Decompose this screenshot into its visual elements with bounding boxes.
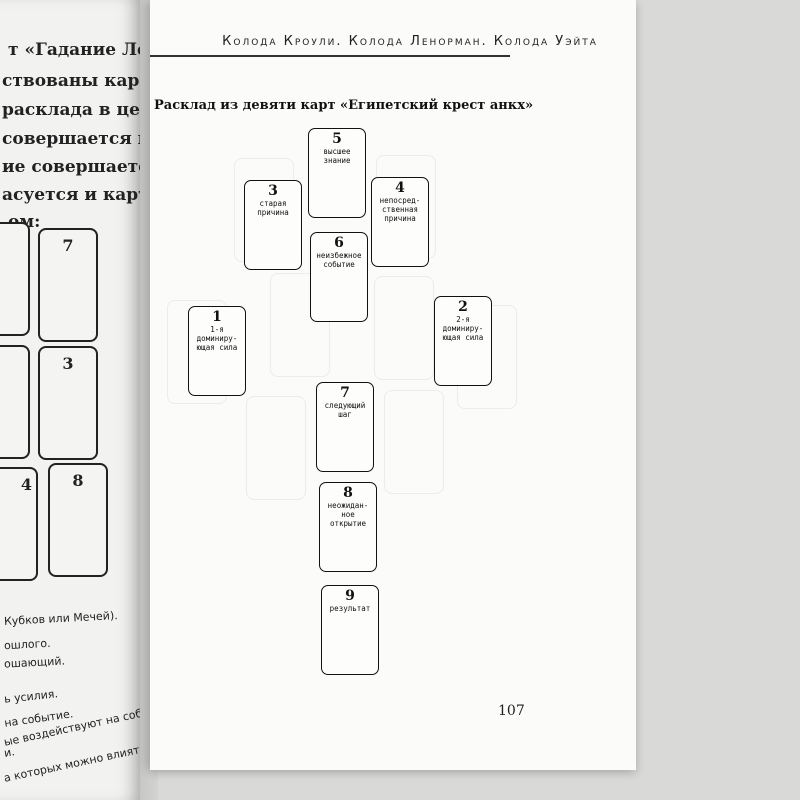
card-label: 2-я доминиру-ющая сила — [442, 315, 484, 342]
left-text-line-3: расклада в центр к — [2, 100, 140, 120]
bleed-through-card — [270, 273, 330, 377]
card-number: 9 — [345, 588, 355, 604]
left-card-number: 7 — [62, 236, 74, 255]
left-card-number: 4 — [20, 475, 32, 494]
spread-title: Расклад из девяти карт «Египетский крест… — [154, 98, 534, 113]
page-number: 107 — [498, 703, 525, 719]
card-number: 3 — [268, 183, 278, 199]
left-card-8: 8 — [48, 463, 108, 577]
spread-card-5: 5 высшее знание — [308, 128, 366, 218]
card-label: старая причина — [257, 199, 289, 217]
right-page: Колода Кроули. Колода Ленорман. Колода У… — [150, 0, 636, 770]
card-number: 4 — [395, 180, 405, 196]
left-text-line-2: ствованы карты М — [2, 71, 140, 91]
left-card-number: 8 — [72, 471, 84, 490]
spread-card-7: 7 следующий шаг — [316, 382, 374, 472]
left-page: т «Гадание Ленорм ствованы карты М раскл… — [0, 0, 140, 800]
spread-card-4: 4 непосред-ственная причина — [371, 177, 429, 267]
bleed-through-card — [384, 390, 444, 494]
card-label: высшее знание — [323, 147, 351, 165]
left-card-7: 7 — [38, 228, 98, 342]
card-label: неожидан-ное открытие — [327, 501, 369, 528]
left-card-outline — [0, 222, 30, 336]
spread-card-3: 3 старая причина — [244, 180, 302, 270]
left-text-line-5: ие совершается на — [2, 157, 140, 177]
card-label: 1-я доминиру-ющая сила — [196, 325, 238, 352]
left-bottom-line-3: ошающий. — [3, 654, 66, 671]
left-card-outline — [0, 345, 30, 459]
spread-card-2: 2 2-я доминиру-ющая сила — [434, 296, 492, 386]
card-number: 2 — [458, 299, 468, 315]
left-bottom-line-7: и. — [2, 745, 16, 760]
header-rule — [150, 55, 510, 57]
card-label: результат — [329, 604, 371, 613]
bleed-through-card — [374, 276, 434, 380]
left-card-number: 3 — [62, 354, 74, 373]
left-bottom-line-2: ошлого. — [3, 636, 51, 653]
card-number: 6 — [334, 235, 344, 251]
spread-card-9: 9 результат — [321, 585, 379, 675]
left-text-line-6: асуется и карты вы — [2, 185, 140, 205]
card-number: 7 — [340, 385, 350, 401]
left-bottom-line-1: Кубков или Мечей). — [3, 609, 119, 628]
left-bottom-line-4: ь усилия. — [3, 687, 59, 706]
running-header: Колода Кроули. Колода Ленорман. Колода У… — [222, 34, 598, 49]
card-number: 1 — [212, 309, 222, 325]
card-label: следующий шаг — [324, 401, 366, 419]
card-number: 8 — [343, 485, 353, 501]
left-text-line-1: т «Гадание Ленорм — [8, 40, 140, 60]
left-card-3: 3 — [38, 346, 98, 460]
bleed-through-card — [246, 396, 306, 500]
spread-card-8: 8 неожидан-ное открытие — [319, 482, 377, 572]
left-card-4: 4 — [0, 467, 38, 581]
card-number: 5 — [332, 131, 342, 147]
spread-card-1: 1 1-я доминиру-ющая сила — [188, 306, 246, 396]
left-text-line-4: совершается на му — [2, 129, 140, 149]
card-label: неизбежное событие — [316, 251, 362, 269]
card-label: непосред-ственная причина — [379, 196, 421, 223]
spread-card-6: 6 неизбежное событие — [310, 232, 368, 322]
